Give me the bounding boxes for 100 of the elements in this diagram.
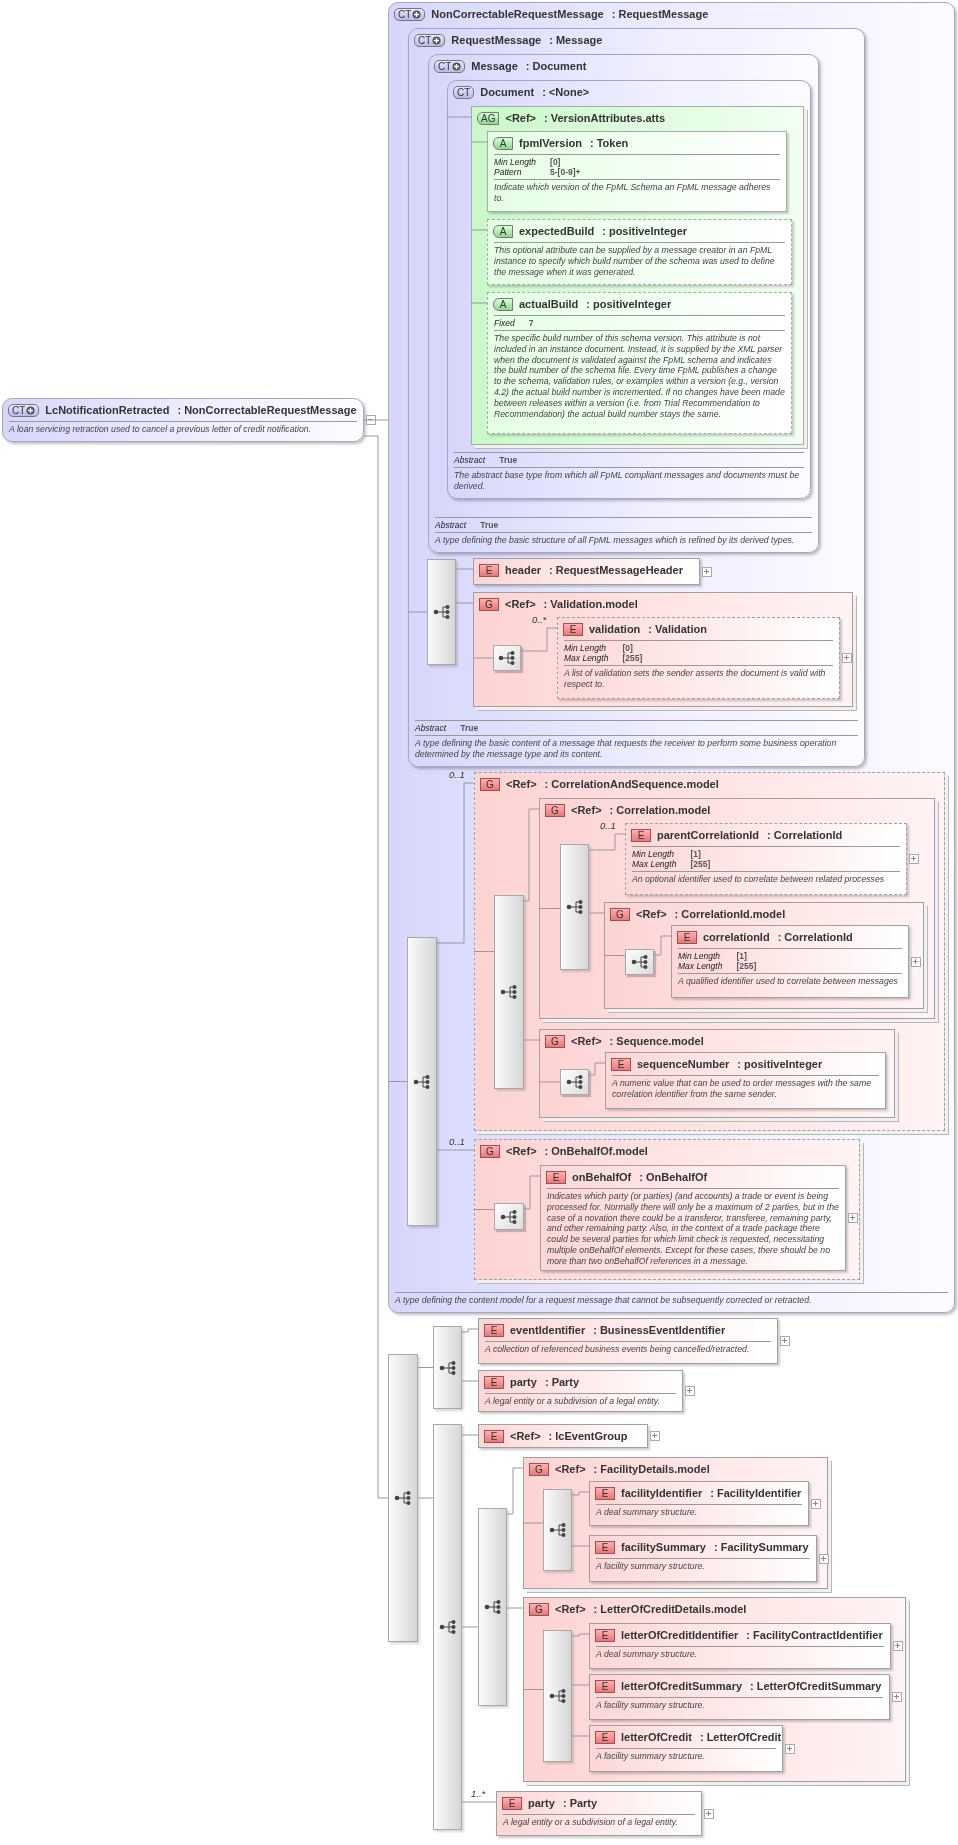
component-name: onBehalfOf: [572, 1171, 632, 1183]
connector-line: [446, 116, 472, 118]
cardinality-label: 1..*: [471, 1788, 486, 1799]
type-name: : NonCorrectableRequestMessage: [177, 404, 357, 416]
type-name: : Sequence.model: [609, 1035, 704, 1047]
facet-value: [255]: [622, 653, 644, 663]
component-name: header: [505, 564, 542, 576]
type-badge: E: [484, 1375, 504, 1389]
type-name: : Validation.model: [543, 598, 638, 610]
component-name: fpmlVersion: [519, 137, 582, 149]
type-name: : Token: [589, 137, 629, 149]
type-name: : OnBehalfOf: [639, 1171, 708, 1183]
sequence-bar: [433, 1326, 462, 1409]
connector-line: [538, 1081, 561, 1083]
connector-line: [461, 1328, 479, 1333]
connector-line: [470, 302, 488, 304]
type-badge: G: [529, 1602, 549, 1616]
facet-value: [0]: [622, 643, 634, 653]
component-name: facilityIdentifier: [621, 1487, 703, 1499]
connector-line: [523, 1039, 540, 1041]
facet-label: Max Length: [564, 653, 609, 663]
connector-line: [571, 1684, 590, 1686]
type-name: : RequestMessage: [611, 8, 709, 20]
type-badge: E: [502, 1796, 522, 1810]
cardinality-label: 0..1: [600, 820, 616, 831]
attribute-box: [487, 131, 787, 212]
type-badge: E: [595, 1540, 615, 1554]
connector-line: [363, 435, 389, 1499]
facet-label: Min Length: [494, 157, 537, 167]
type-name: : FacilityDetails.model: [593, 1463, 710, 1475]
type-badge: E: [563, 622, 583, 636]
complex-type-box: [388, 2, 955, 1313]
sequence-box: [494, 1203, 524, 1230]
facet-value: 7: [528, 318, 535, 328]
cardinality-label: 0..1: [449, 1136, 465, 1147]
connector-line: [571, 1545, 590, 1547]
type-badge: CT: [394, 7, 426, 21]
component-name: <Ref>: [571, 1035, 602, 1047]
description-text: A legal entity or a subdivision of a legal entity.: [485, 1393, 676, 1409]
description-text: An optional identifier used to correlate between related processes: [632, 871, 900, 887]
facet-value: [1]: [736, 951, 748, 961]
type-name: : OnBehalfOf.model: [544, 1145, 648, 1157]
type-badge: A: [493, 297, 513, 311]
facet-label: Fixed: [494, 318, 515, 328]
component-name: correlationId: [703, 931, 770, 943]
connector-line: [461, 1434, 479, 1436]
connector-line: [461, 1801, 497, 1803]
description-text: This optional attribute can be supplied by a message creator in an FpML instance to specify which build number of the schema was used to define the message when it was generated.: [494, 242, 785, 280]
type-badge: A: [493, 224, 513, 238]
connector-line: [417, 1497, 434, 1499]
type-name: : Party: [562, 1797, 598, 1809]
connector-line: [523, 808, 540, 902]
component-name: <Ref>: [555, 1463, 586, 1475]
description-text: The abstract base type from which all FpML compliant messages and documents must be derived.: [454, 467, 804, 494]
facet-label: Abstract: [435, 520, 467, 531]
type-name: : CorrelationId.model: [674, 908, 786, 920]
type-name: : LetterOfCreditSummary: [750, 1680, 882, 1692]
type-name: : Document: [525, 60, 587, 72]
connector-line: [522, 1689, 544, 1690]
facet-value: True: [480, 520, 500, 531]
type-badge: E: [479, 563, 499, 577]
description-text: A list of validation sets the sender asserts the document is valid with respect to.: [564, 665, 833, 692]
connector-line: [473, 951, 495, 952]
connector-line: [363, 419, 389, 421]
connector-line: [472, 657, 494, 659]
connector-line: [470, 229, 488, 231]
type-name: : positiveInteger: [737, 1058, 823, 1070]
component-name: letterOfCreditIdentifier: [621, 1629, 739, 1641]
type-badge: G: [479, 597, 499, 611]
component-name: letterOfCredit: [621, 1731, 692, 1743]
component-name: LcNotificationRetracted: [45, 404, 170, 416]
component-name: facilitySummary: [621, 1541, 706, 1553]
sequence-bar: [494, 895, 524, 1089]
type-badge: E: [611, 1057, 631, 1071]
facet-value: [0]: [550, 157, 562, 167]
facet-value: [255]: [736, 961, 758, 971]
component-name: party: [510, 1376, 537, 1388]
connector-line: [455, 568, 474, 570]
component-name: <Ref>: [506, 778, 537, 790]
description-text: A type defining the basic content of a message that requests the receiver to perform some business operation determined by the message type and its content.: [415, 735, 858, 762]
component-name: NonCorrectableRequestMessage: [431, 8, 604, 20]
type-badge: E: [595, 1730, 615, 1744]
component-name: sequenceNumber: [637, 1058, 730, 1070]
type-name: : <None>: [542, 86, 590, 98]
connector-line: [436, 782, 475, 944]
description-text: A facility summary structure.: [596, 1697, 883, 1713]
type-name: : FacilityIdentifier: [710, 1487, 802, 1499]
type-name: : Correlation.model: [609, 804, 711, 816]
type-badge: CT: [8, 403, 40, 417]
type-badge: E: [484, 1429, 504, 1443]
connector-line: [506, 1467, 524, 1515]
type-name: : RequestMessageHeader: [549, 564, 683, 576]
description-text: A type defining the content model for a request message that cannot be subsequently corrected or retracted.: [395, 1292, 948, 1308]
description-text: The specific build number of this schema version. This attribute is not included in an instance document. Instead, it is supplied by the XML parser when the document is validated against the FpML schema and indicates the build number of the schema file. Every time FpML publishes a change to the schema, validation rules, or examples within a version (e.g., version 4.2) the actual build number is incremented. If no changes have been made between releases within a version (i.e. from Trial Recommendation to Recommendation) the actual build number stays the same.: [494, 330, 785, 422]
facet-label: Abstract: [415, 723, 447, 734]
attribute-box: [487, 292, 792, 434]
description-text: A deal summary structure.: [596, 1646, 884, 1662]
component-name: <Ref>: [506, 1145, 537, 1157]
connector-line: [571, 1491, 590, 1496]
type-name: : LetterOfCredit: [699, 1731, 782, 1743]
